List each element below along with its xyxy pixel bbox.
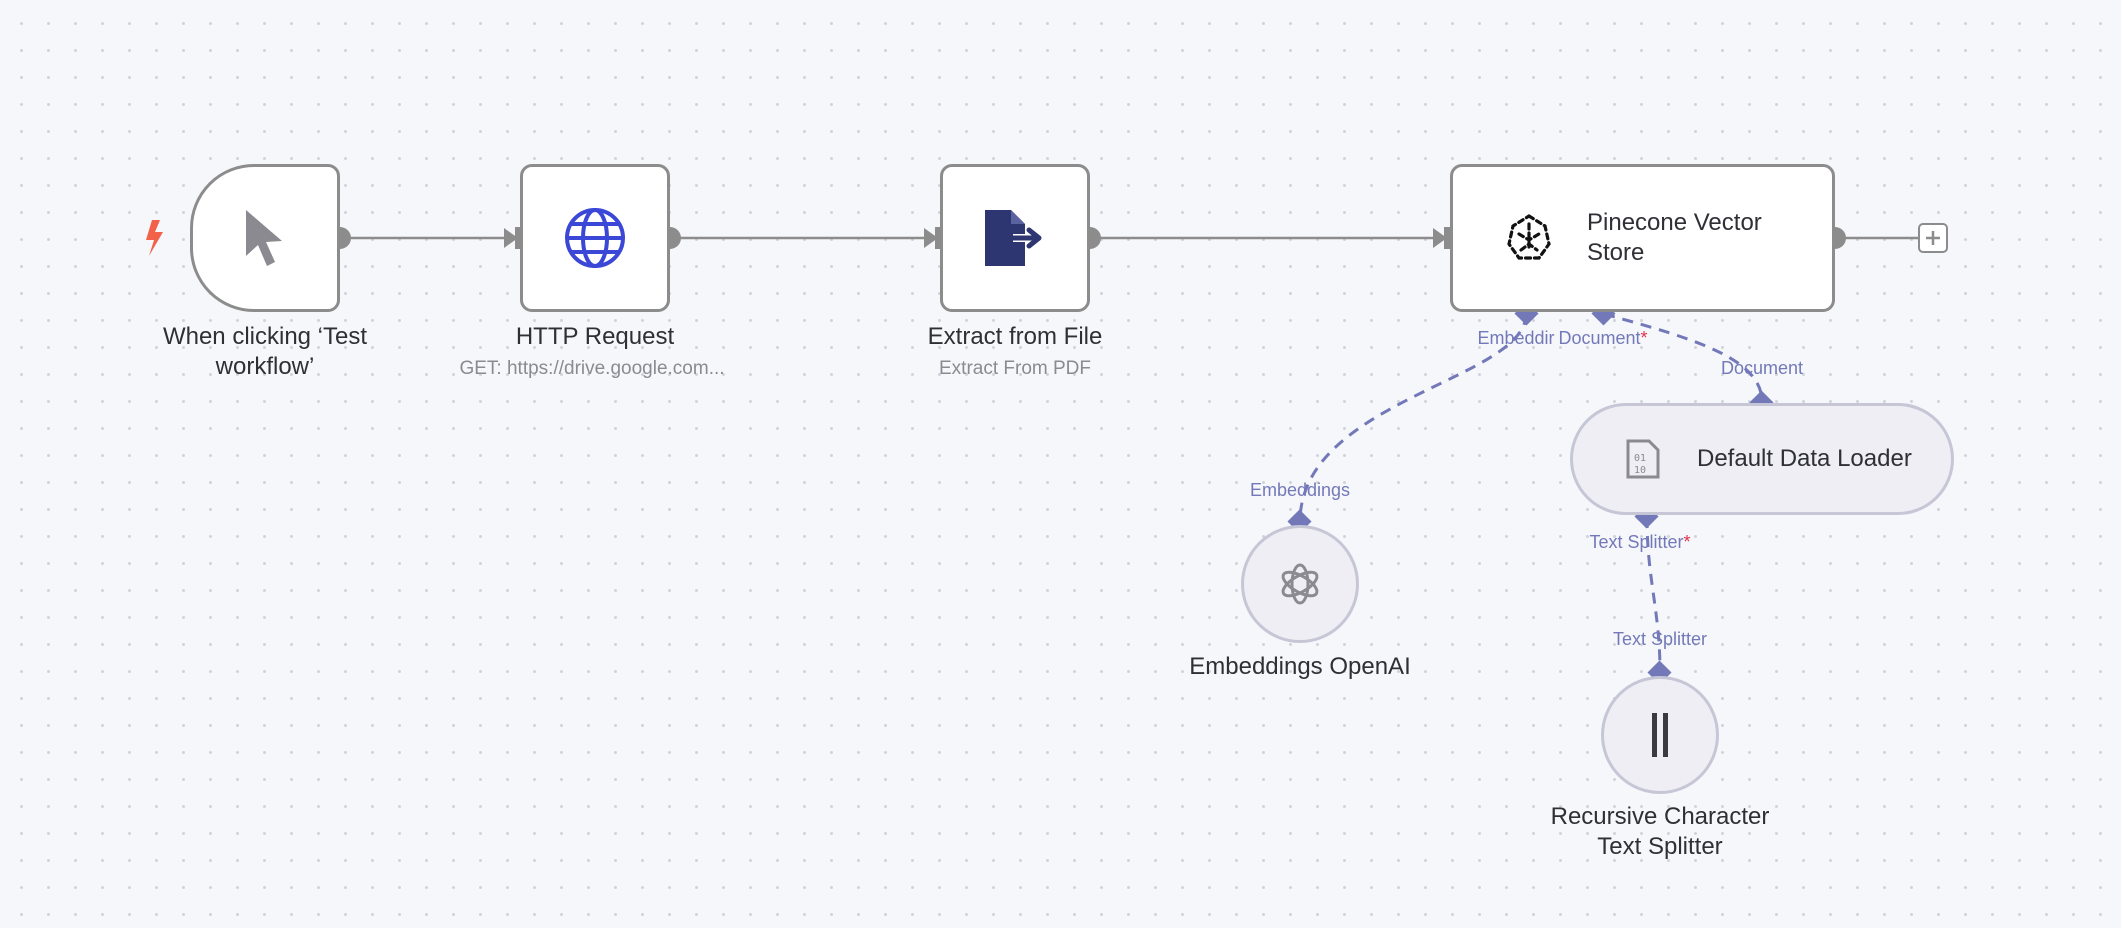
loader-text-splitter-port-label: Text Splitter* [1589,532,1691,552]
default-data-loader-node[interactable]: 01 10 Default Data Loader [1570,403,1954,515]
text-splitter-title: Recursive Character Text Splitter [1550,803,1770,860]
trigger-bolt-icon [146,220,163,256]
pointer-icon [246,210,282,266]
split-bars-icon [1652,713,1668,757]
loader-document-port-label: Document [1720,358,1804,378]
pinecone-document-port-label: Document* [1558,328,1648,348]
splitter-port-label: Text Splitter [1612,629,1708,649]
pinecone-embedding-port-label: Embeddir [1477,328,1555,348]
pinecone-input-handle[interactable] [1444,227,1452,249]
default-data-loader-title: Default Data Loader [1697,445,1912,472]
http-request-title: HTTP Request [515,323,675,350]
extract-from-file-subtitle: Extract From PDF [938,358,1092,379]
pinecone-icon [1507,214,1551,260]
pinecone-vector-store-node[interactable]: Pinecone Vector Store [1450,164,1835,312]
text-splitter-node[interactable] [1601,676,1719,794]
globe-icon [565,208,625,268]
http-input-handle[interactable] [515,227,523,249]
connection-loader-pinecone [1603,312,1764,403]
http-request-subtitle: GET: https://drive.google.com... [459,358,725,379]
trigger-title: When clicking ‘Test workflow’ [162,323,368,380]
http-request-node[interactable] [520,164,670,312]
extract-from-file-title: Extract from File [927,323,1103,350]
extract-input-handle[interactable] [935,227,943,249]
add-node-button[interactable] [1918,223,1948,253]
binary-file-icon: 01 10 [1626,439,1660,479]
svg-text:10: 10 [1634,465,1646,476]
connection-splitter-loader [1645,516,1662,673]
svg-text:01: 01 [1634,453,1646,464]
embeddings-openai-title: Embeddings OpenAI [1189,653,1411,680]
connection-embeddings-pinecone [1298,313,1528,523]
openai-icon [1281,563,1319,605]
plus-icon [1926,231,1940,245]
embeddings-openai-node[interactable] [1241,525,1359,643]
pinecone-vector-store-title: Pinecone Vector Store [1587,209,1762,266]
extract-from-file-node[interactable] [940,164,1090,312]
file-export-icon [985,210,1042,266]
embeddings-port-label: Embeddings [1249,480,1351,500]
trigger-node[interactable] [190,164,340,312]
